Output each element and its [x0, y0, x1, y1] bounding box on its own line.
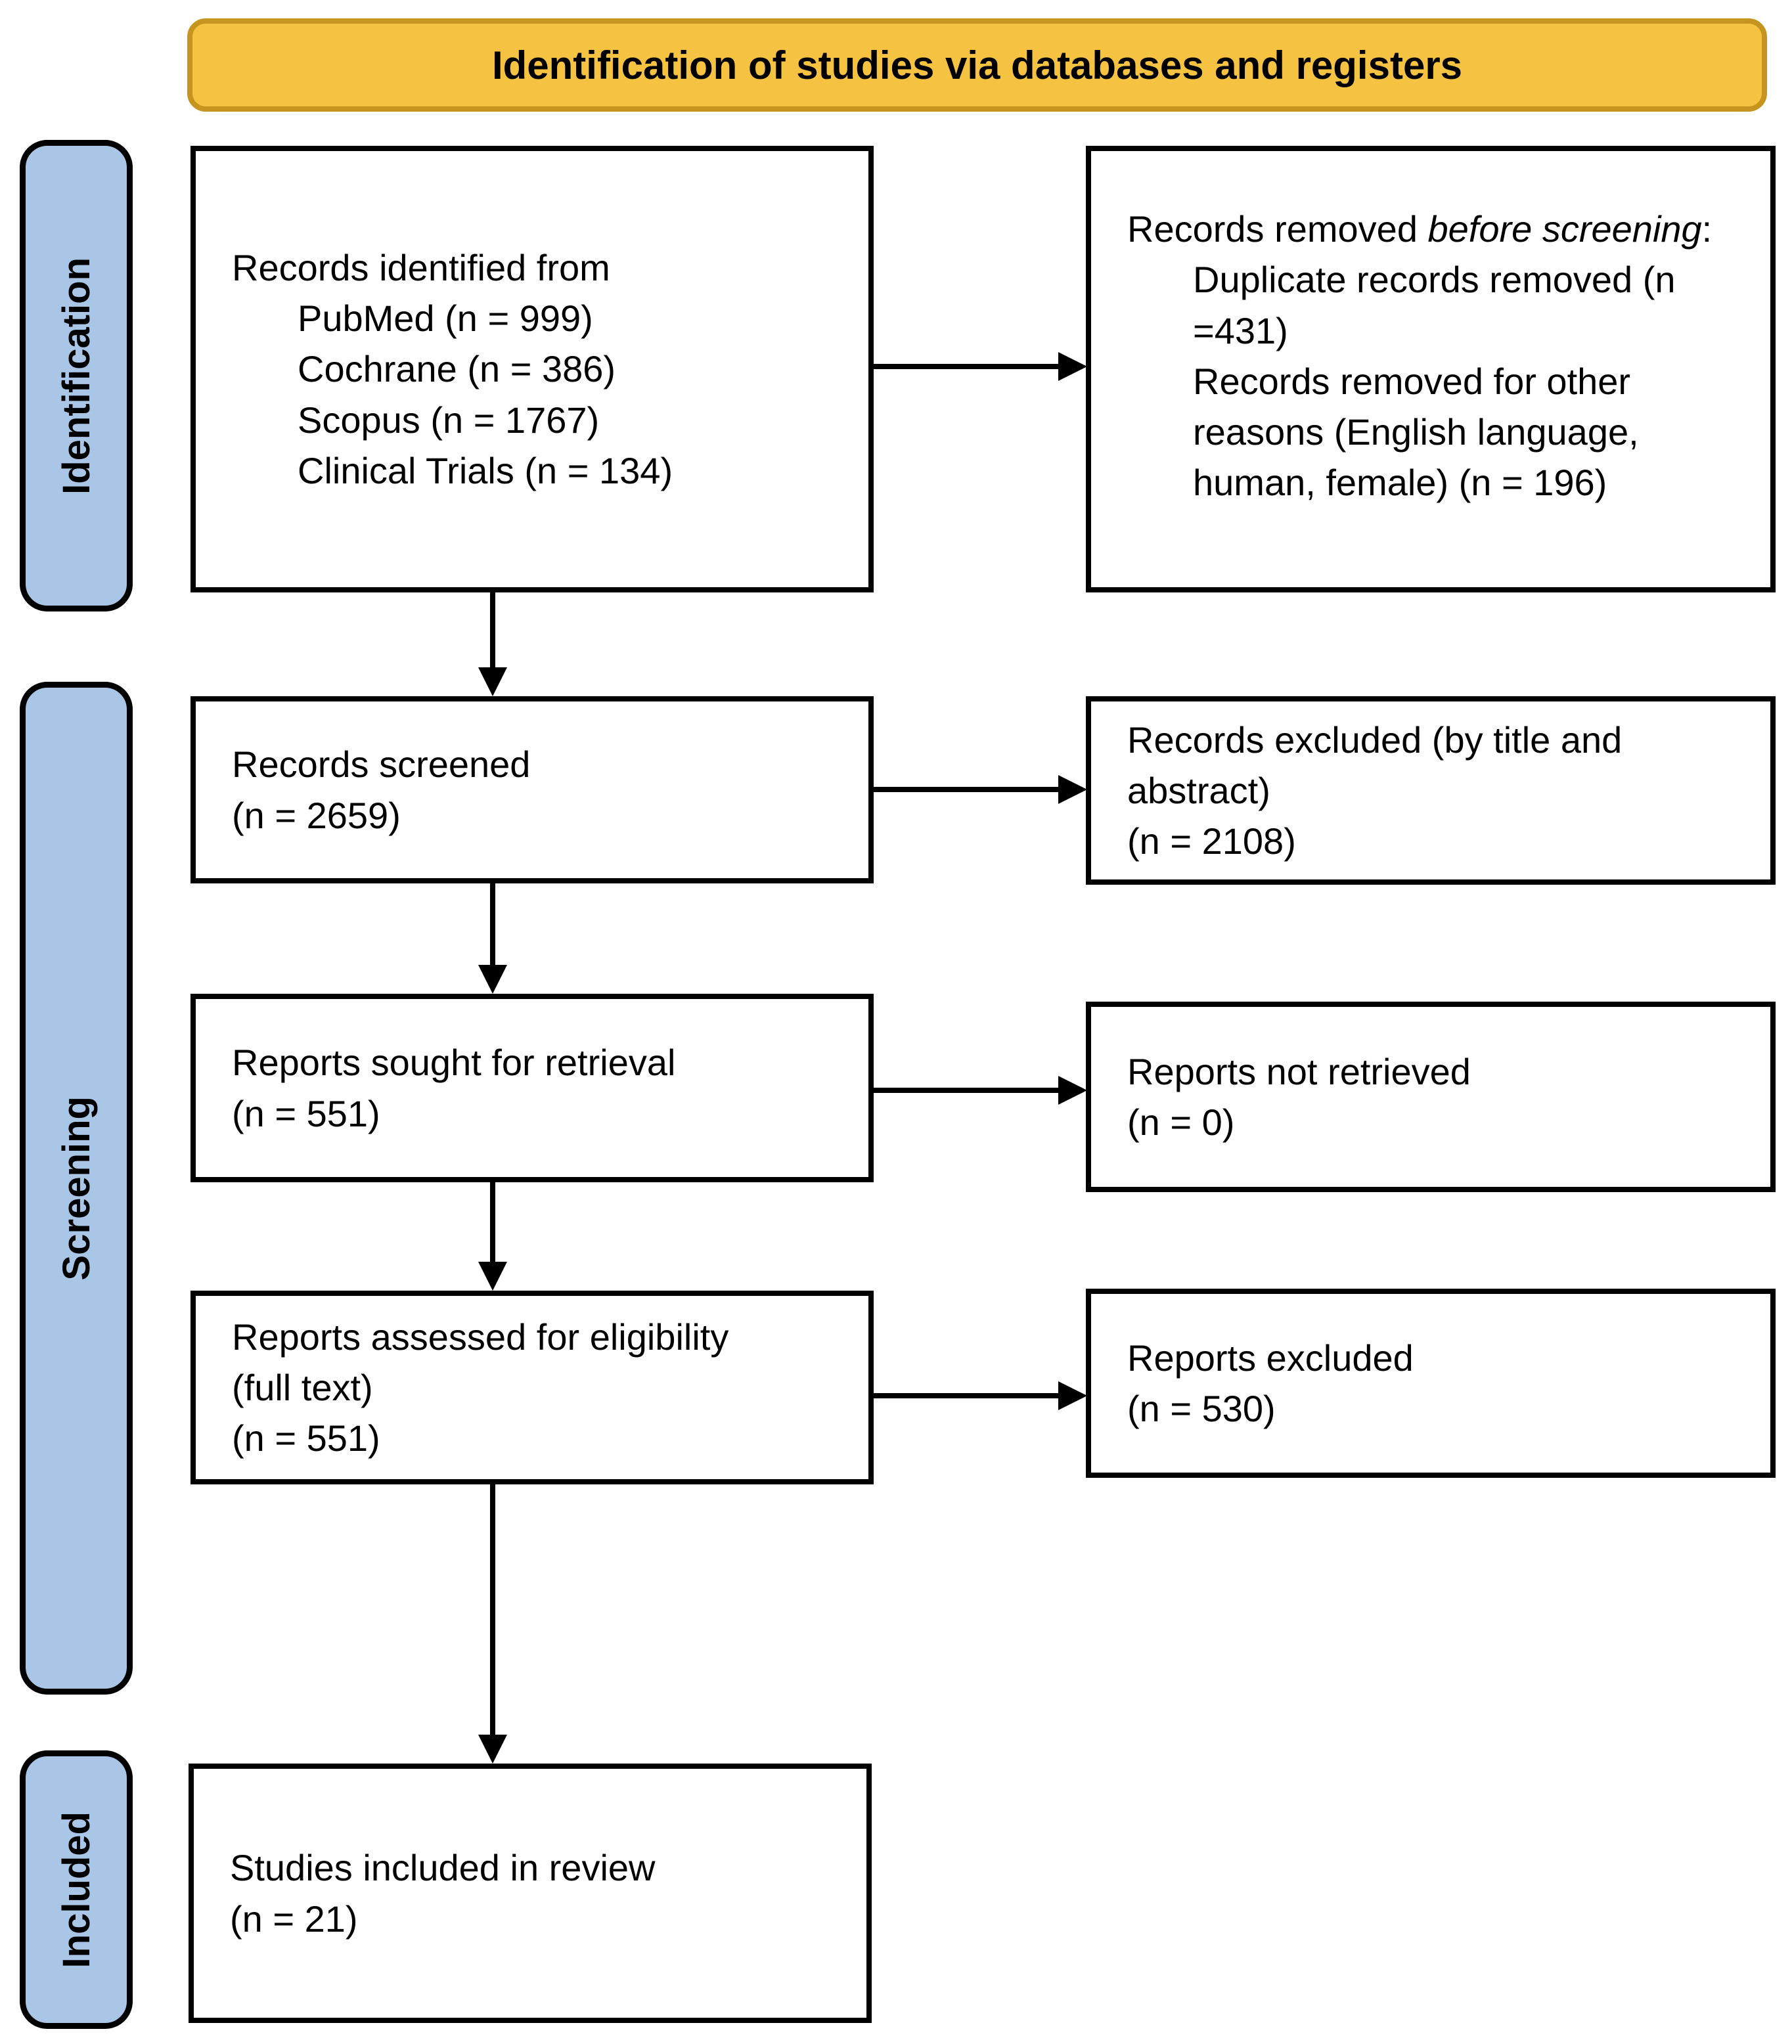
records-excluded-line1: Records excluded (by title and abstract): [1127, 719, 1623, 811]
reports-assessed-line1: Reports assessed for eligibility: [232, 1316, 729, 1358]
box-records-screened: Records screened (n = 2659): [190, 696, 874, 883]
studies-included-line2: (n = 21): [230, 1898, 358, 1940]
arrowhead-down-icon: [478, 1262, 507, 1291]
arrow-screened-to-excluded: [874, 775, 1087, 804]
source-scopus: Scopus (n = 1767): [298, 399, 600, 441]
arrow-shaft: [490, 1182, 495, 1264]
arrow-sought-to-assessed: [478, 1182, 507, 1291]
reports-assessed-line2: (full text): [232, 1366, 373, 1408]
box-reports-not-retrieved: Reports not retrieved (n = 0): [1086, 1002, 1776, 1192]
arrowhead-right-icon: [1058, 1381, 1087, 1410]
source-cochrane: Cochrane (n = 386): [298, 348, 616, 390]
arrow-identified-to-removed: [874, 352, 1087, 381]
reports-assessed-line3: (n = 551): [232, 1417, 380, 1459]
studies-included-line1: Studies included in review: [230, 1847, 656, 1889]
records-screened-line2: (n = 2659): [232, 794, 401, 836]
arrow-assessed-to-excluded: [874, 1381, 1087, 1410]
box-reports-excluded: Reports excluded (n = 530): [1086, 1289, 1776, 1478]
reports-excluded-line1: Reports excluded: [1127, 1337, 1414, 1379]
arrow-shaft: [490, 1484, 495, 1737]
source-pubmed: PubMed (n = 999): [298, 298, 593, 340]
reports-not-retrieved-line2: (n = 0): [1127, 1101, 1235, 1143]
box-records-excluded: Records excluded (by title and abstract)…: [1086, 696, 1776, 885]
banner-title: Identification of studies via databases …: [491, 43, 1463, 87]
reports-sought-line2: (n = 551): [232, 1092, 380, 1134]
stage-screening: Screening: [20, 682, 133, 1695]
arrowhead-down-icon: [478, 667, 507, 696]
arrowhead-right-icon: [1058, 775, 1087, 804]
records-screened-line1: Records screened: [232, 744, 531, 786]
arrowhead-right-icon: [1058, 352, 1087, 381]
box-records-removed: Records removed before screening: Duplic…: [1086, 146, 1776, 592]
arrow-sought-to-not-retrieved: [874, 1076, 1087, 1105]
arrow-identified-to-screened: [478, 592, 507, 696]
arrow-screened-to-sought: [478, 883, 507, 994]
box-reports-assessed: Reports assessed for eligibility (full t…: [190, 1291, 874, 1484]
arrowhead-right-icon: [1058, 1076, 1087, 1105]
box-reports-sought: Reports sought for retrieval (n = 551): [190, 994, 874, 1182]
stage-identification-label: Identification: [55, 257, 98, 495]
arrow-shaft: [490, 592, 495, 670]
box-records-identified: Records identified from PubMed (n = 999)…: [190, 146, 874, 592]
arrow-shaft: [874, 787, 1061, 792]
records-removed-reasons: Duplicate records removed (n =431) Recor…: [1127, 254, 1744, 508]
reports-not-retrieved-line1: Reports not retrieved: [1127, 1050, 1471, 1092]
arrow-shaft: [874, 1088, 1061, 1093]
arrowhead-down-icon: [478, 1735, 507, 1764]
records-excluded-line2: (n = 2108): [1127, 820, 1296, 862]
reason-other: Records removed for other reasons (Engli…: [1193, 360, 1639, 504]
records-identified-heading: Records identified from: [232, 246, 610, 288]
banner: Identification of studies via databases …: [187, 18, 1767, 112]
reports-sought-line1: Reports sought for retrieval: [232, 1042, 676, 1084]
stage-screening-label: Screening: [55, 1096, 98, 1281]
arrow-shaft: [874, 364, 1061, 369]
stage-included-label: Included: [55, 1811, 98, 1968]
records-removed-heading: Records removed before screening:: [1127, 204, 1744, 254]
box-studies-included: Studies included in review (n = 21): [189, 1764, 872, 2023]
arrow-shaft: [490, 883, 495, 967]
records-removed-heading-prefix: Records removed: [1127, 208, 1428, 250]
records-identified-sources: PubMed (n = 999) Cochrane (n = 386) Scop…: [232, 293, 842, 496]
arrow-assessed-to-included: [478, 1484, 507, 1764]
records-removed-heading-suffix: :: [1701, 208, 1713, 250]
stage-identification: Identification: [20, 140, 133, 611]
arrowhead-down-icon: [478, 965, 507, 994]
reports-excluded-line2: (n = 530): [1127, 1388, 1276, 1429]
records-removed-heading-italic: before screening: [1427, 208, 1702, 250]
stage-included: Included: [20, 1750, 133, 2029]
source-clinical-trials: Clinical Trials (n = 134): [298, 449, 673, 491]
arrow-shaft: [874, 1393, 1061, 1398]
reason-duplicates: Duplicate records removed (n =431): [1193, 259, 1676, 351]
